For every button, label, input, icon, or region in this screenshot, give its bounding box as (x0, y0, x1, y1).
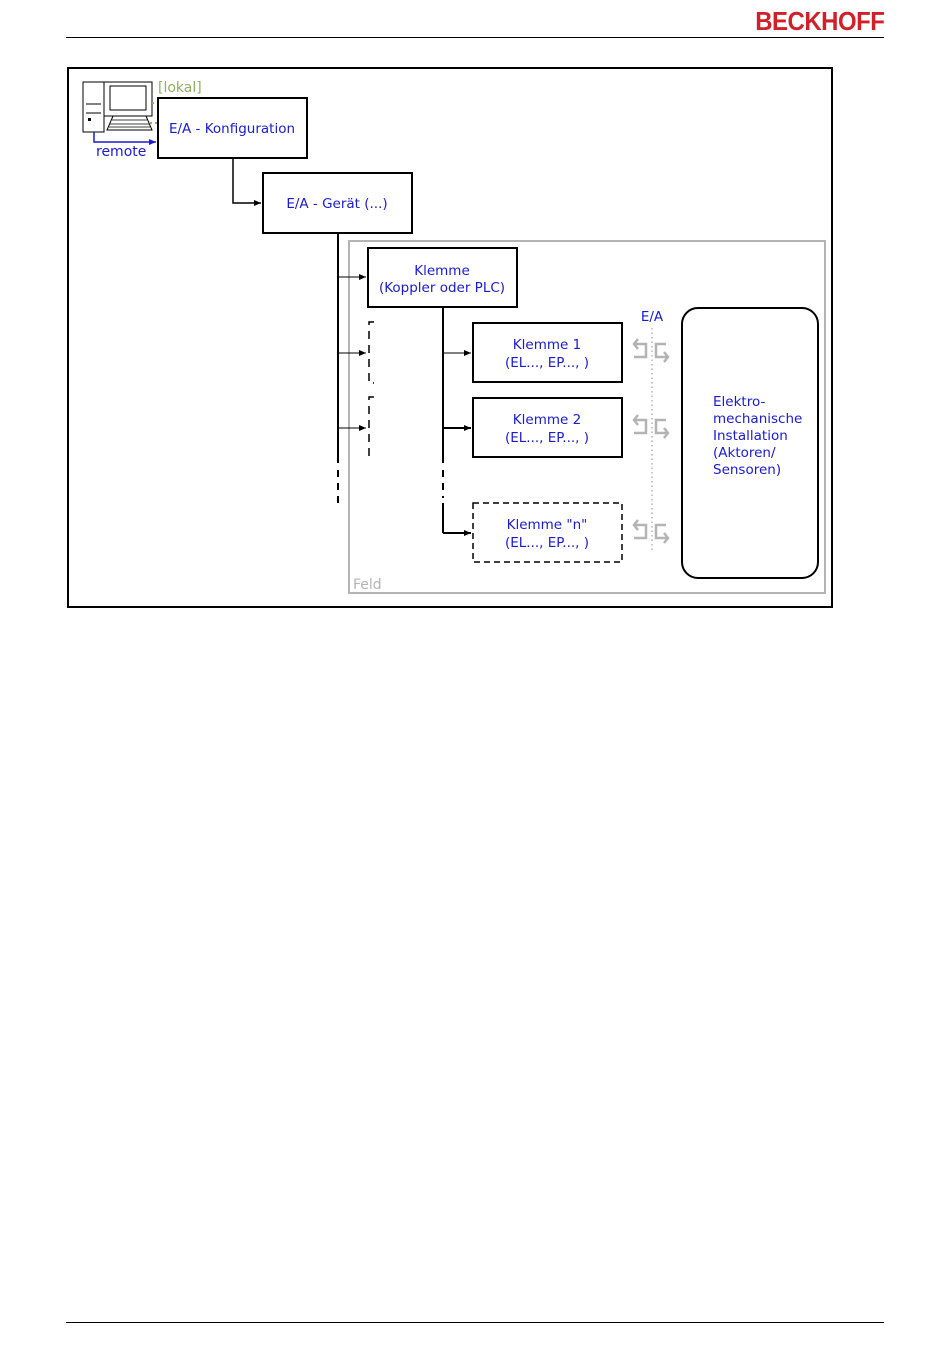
terminal-2-label-line1: Klemme 2 (513, 412, 581, 428)
exchange-arrows-2 (634, 415, 668, 438)
coupler-label-line2: (Koppler oder PLC) (379, 280, 505, 296)
coupler-label-line1: Klemme (414, 263, 470, 279)
installation-label-line3: Installation (713, 428, 788, 444)
computer-icon (83, 82, 152, 132)
installation-label-line4: (Aktoren/ (713, 445, 776, 461)
lokal-label: [lokal] (158, 80, 202, 96)
io-device-label: E/A - Gerät (...) (286, 196, 387, 212)
terminal-n-label-line2: (EL..., EP..., ) (505, 535, 589, 551)
installation-label-line2: mechanische (713, 411, 802, 427)
installation-label-line1: Elektro- (713, 394, 765, 410)
io-configuration-label: E/A - Konfiguration (169, 121, 295, 137)
io-label: E/A (641, 309, 664, 325)
terminal-1-label-line2: (EL..., EP..., ) (505, 355, 589, 371)
terminal-1-label-line1: Klemme 1 (513, 337, 581, 353)
installation-label-line5: Sensoren) (713, 462, 781, 478)
terminal-2-label-line2: (EL..., EP..., ) (505, 430, 589, 446)
field-label: Feld (353, 577, 382, 593)
exchange-arrows-1 (634, 339, 668, 362)
exchange-arrows-n (634, 520, 668, 543)
remote-label: remote (96, 144, 146, 160)
terminal-n-label-line1: Klemme "n" (507, 517, 588, 533)
